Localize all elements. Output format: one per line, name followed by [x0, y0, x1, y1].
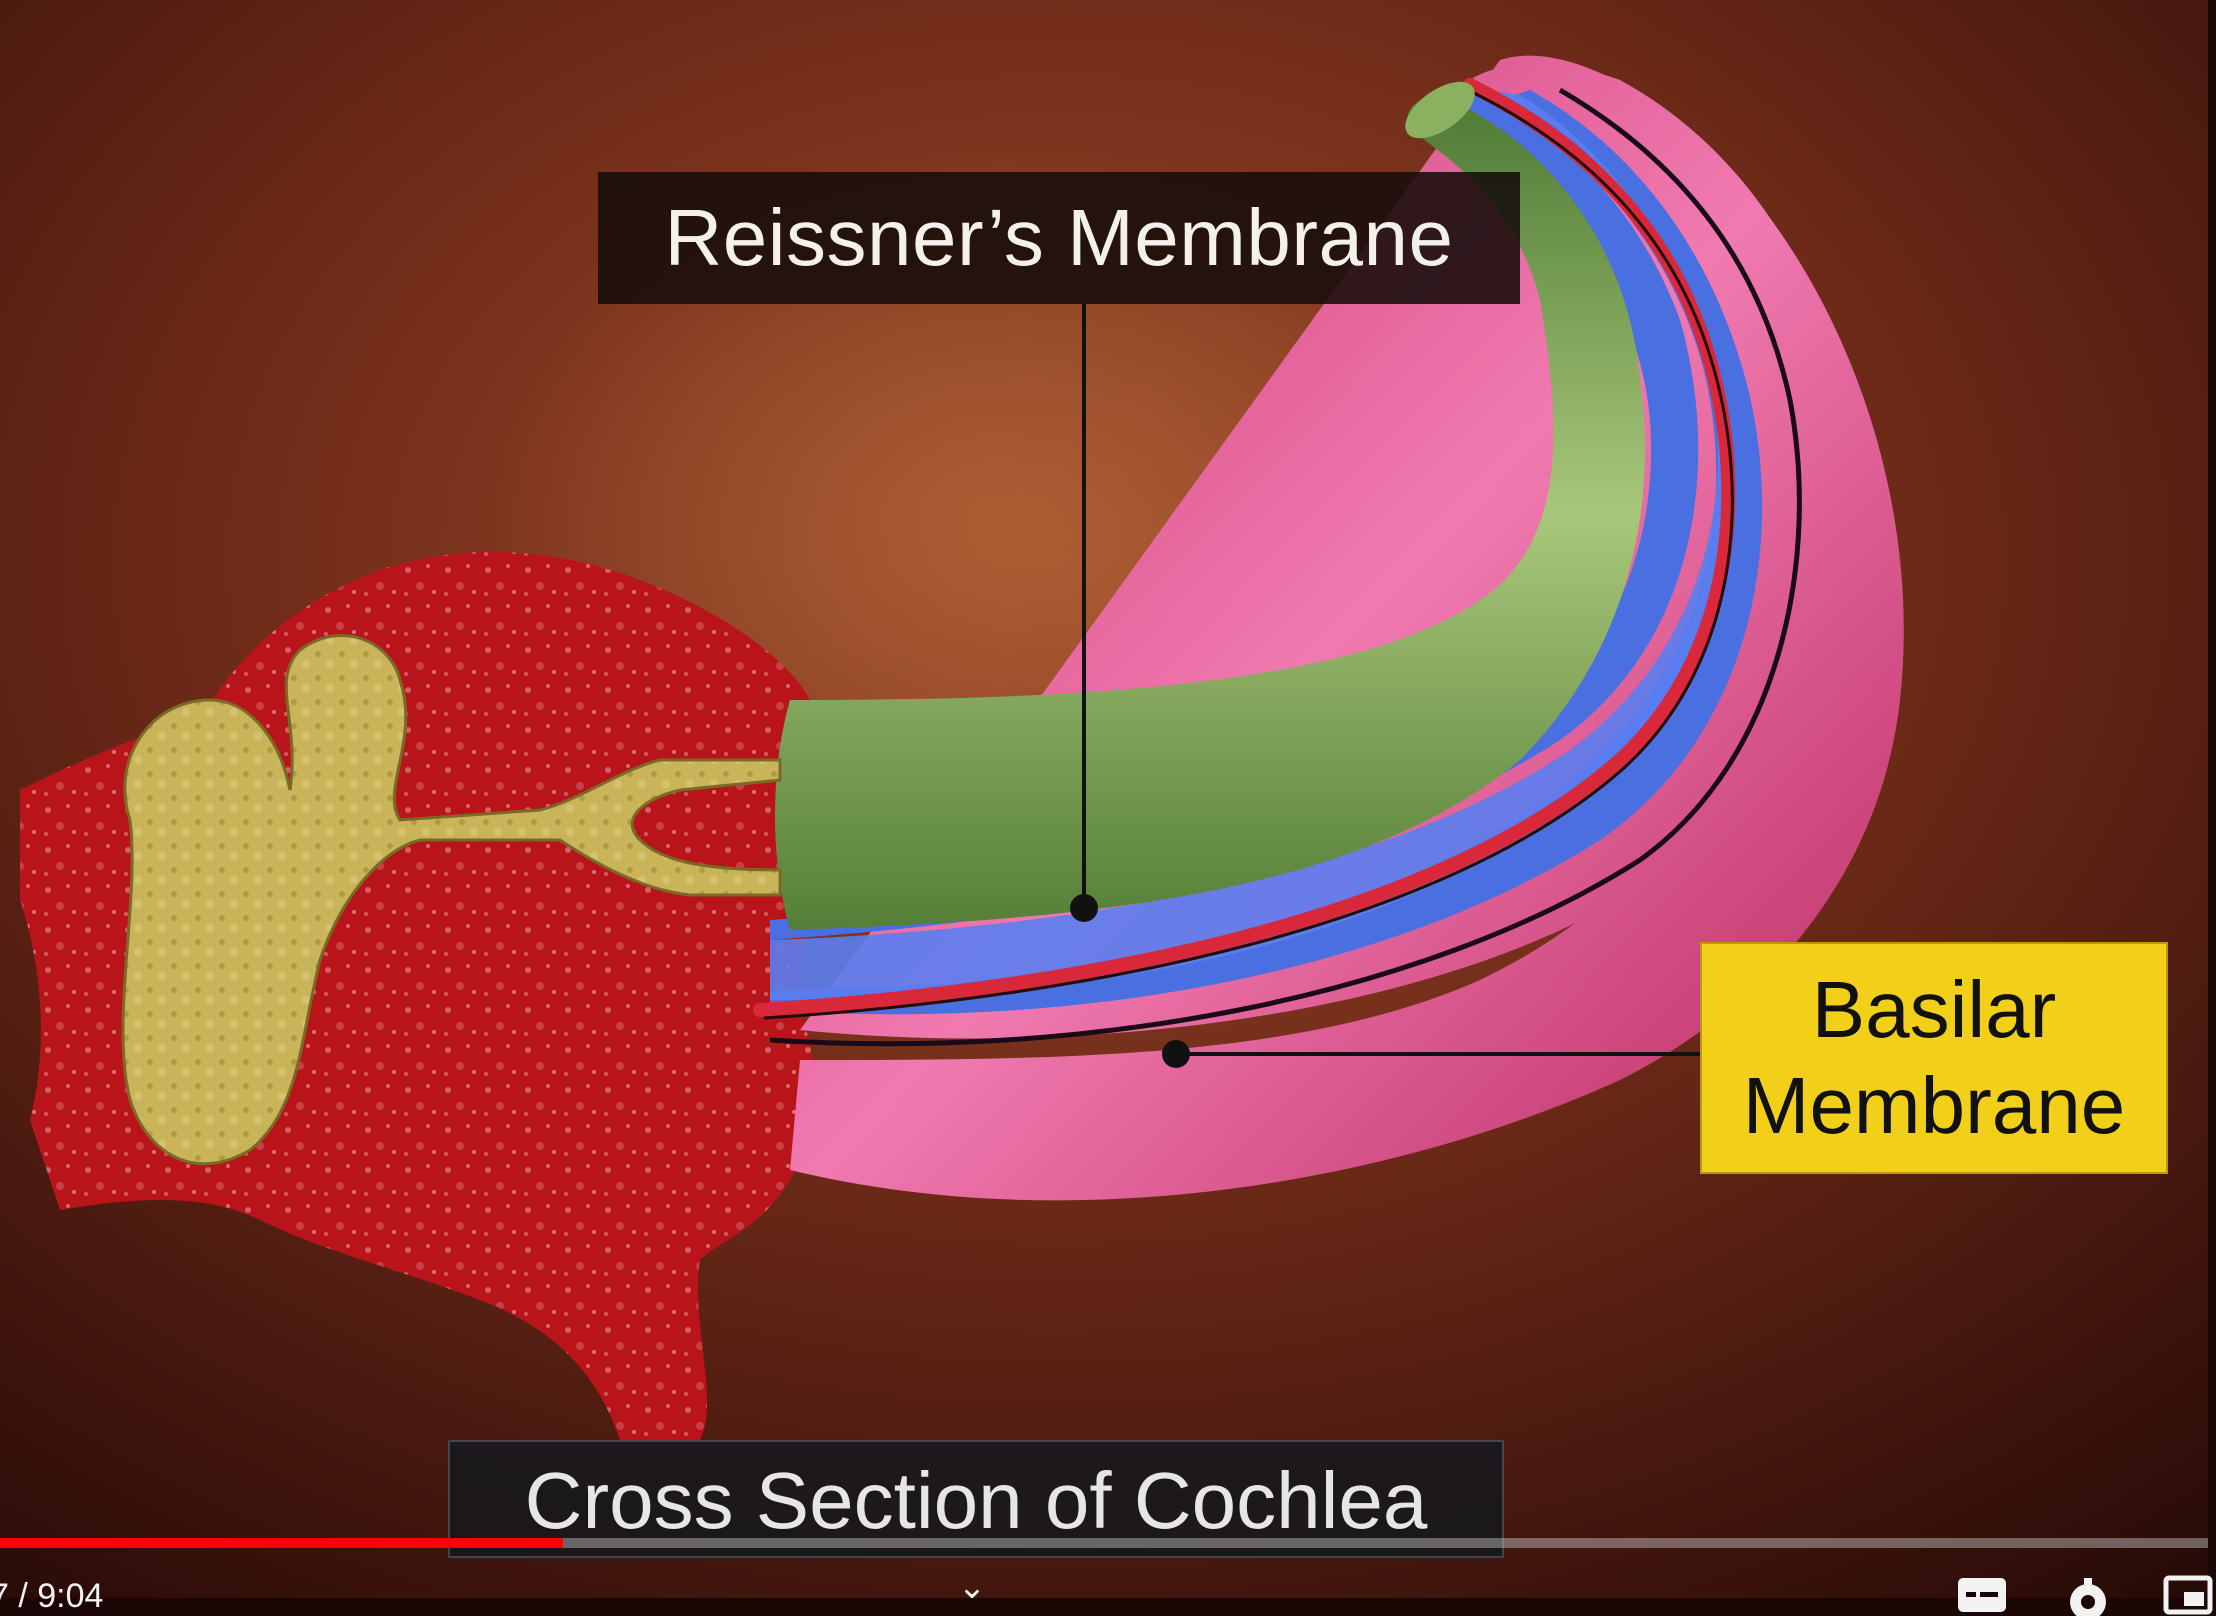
progress-played — [0, 1538, 564, 1548]
basilar-pointer-dot — [1162, 1040, 1190, 1068]
reissner-pointer-dot — [1070, 894, 1098, 922]
basilar-label-line1: Basilar — [1811, 965, 2057, 1054]
reissner-membrane-label: Reissner’s Membrane — [598, 172, 1520, 304]
subtitles-icon[interactable] — [1954, 1572, 2010, 1612]
basilar-label-line2: Membrane — [1742, 1061, 2126, 1150]
cross-section-caption: Cross Section of Cochlea — [448, 1440, 1504, 1558]
time-display: 7 / 9:04 — [0, 1577, 104, 1615]
reissner-membrane-strip — [753, 78, 1736, 1017]
ossicles — [121, 634, 782, 1166]
scala-vestibuli — [775, 97, 1645, 930]
gear-icon[interactable] — [2060, 1572, 2116, 1616]
progress-bar[interactable] — [0, 1538, 2208, 1548]
miniplayer-icon[interactable] — [2160, 1572, 2216, 1615]
chevron-down-icon[interactable]: ⌄ — [957, 1568, 987, 1606]
basilar-membrane-label: Basilar Membrane — [1700, 942, 2168, 1174]
